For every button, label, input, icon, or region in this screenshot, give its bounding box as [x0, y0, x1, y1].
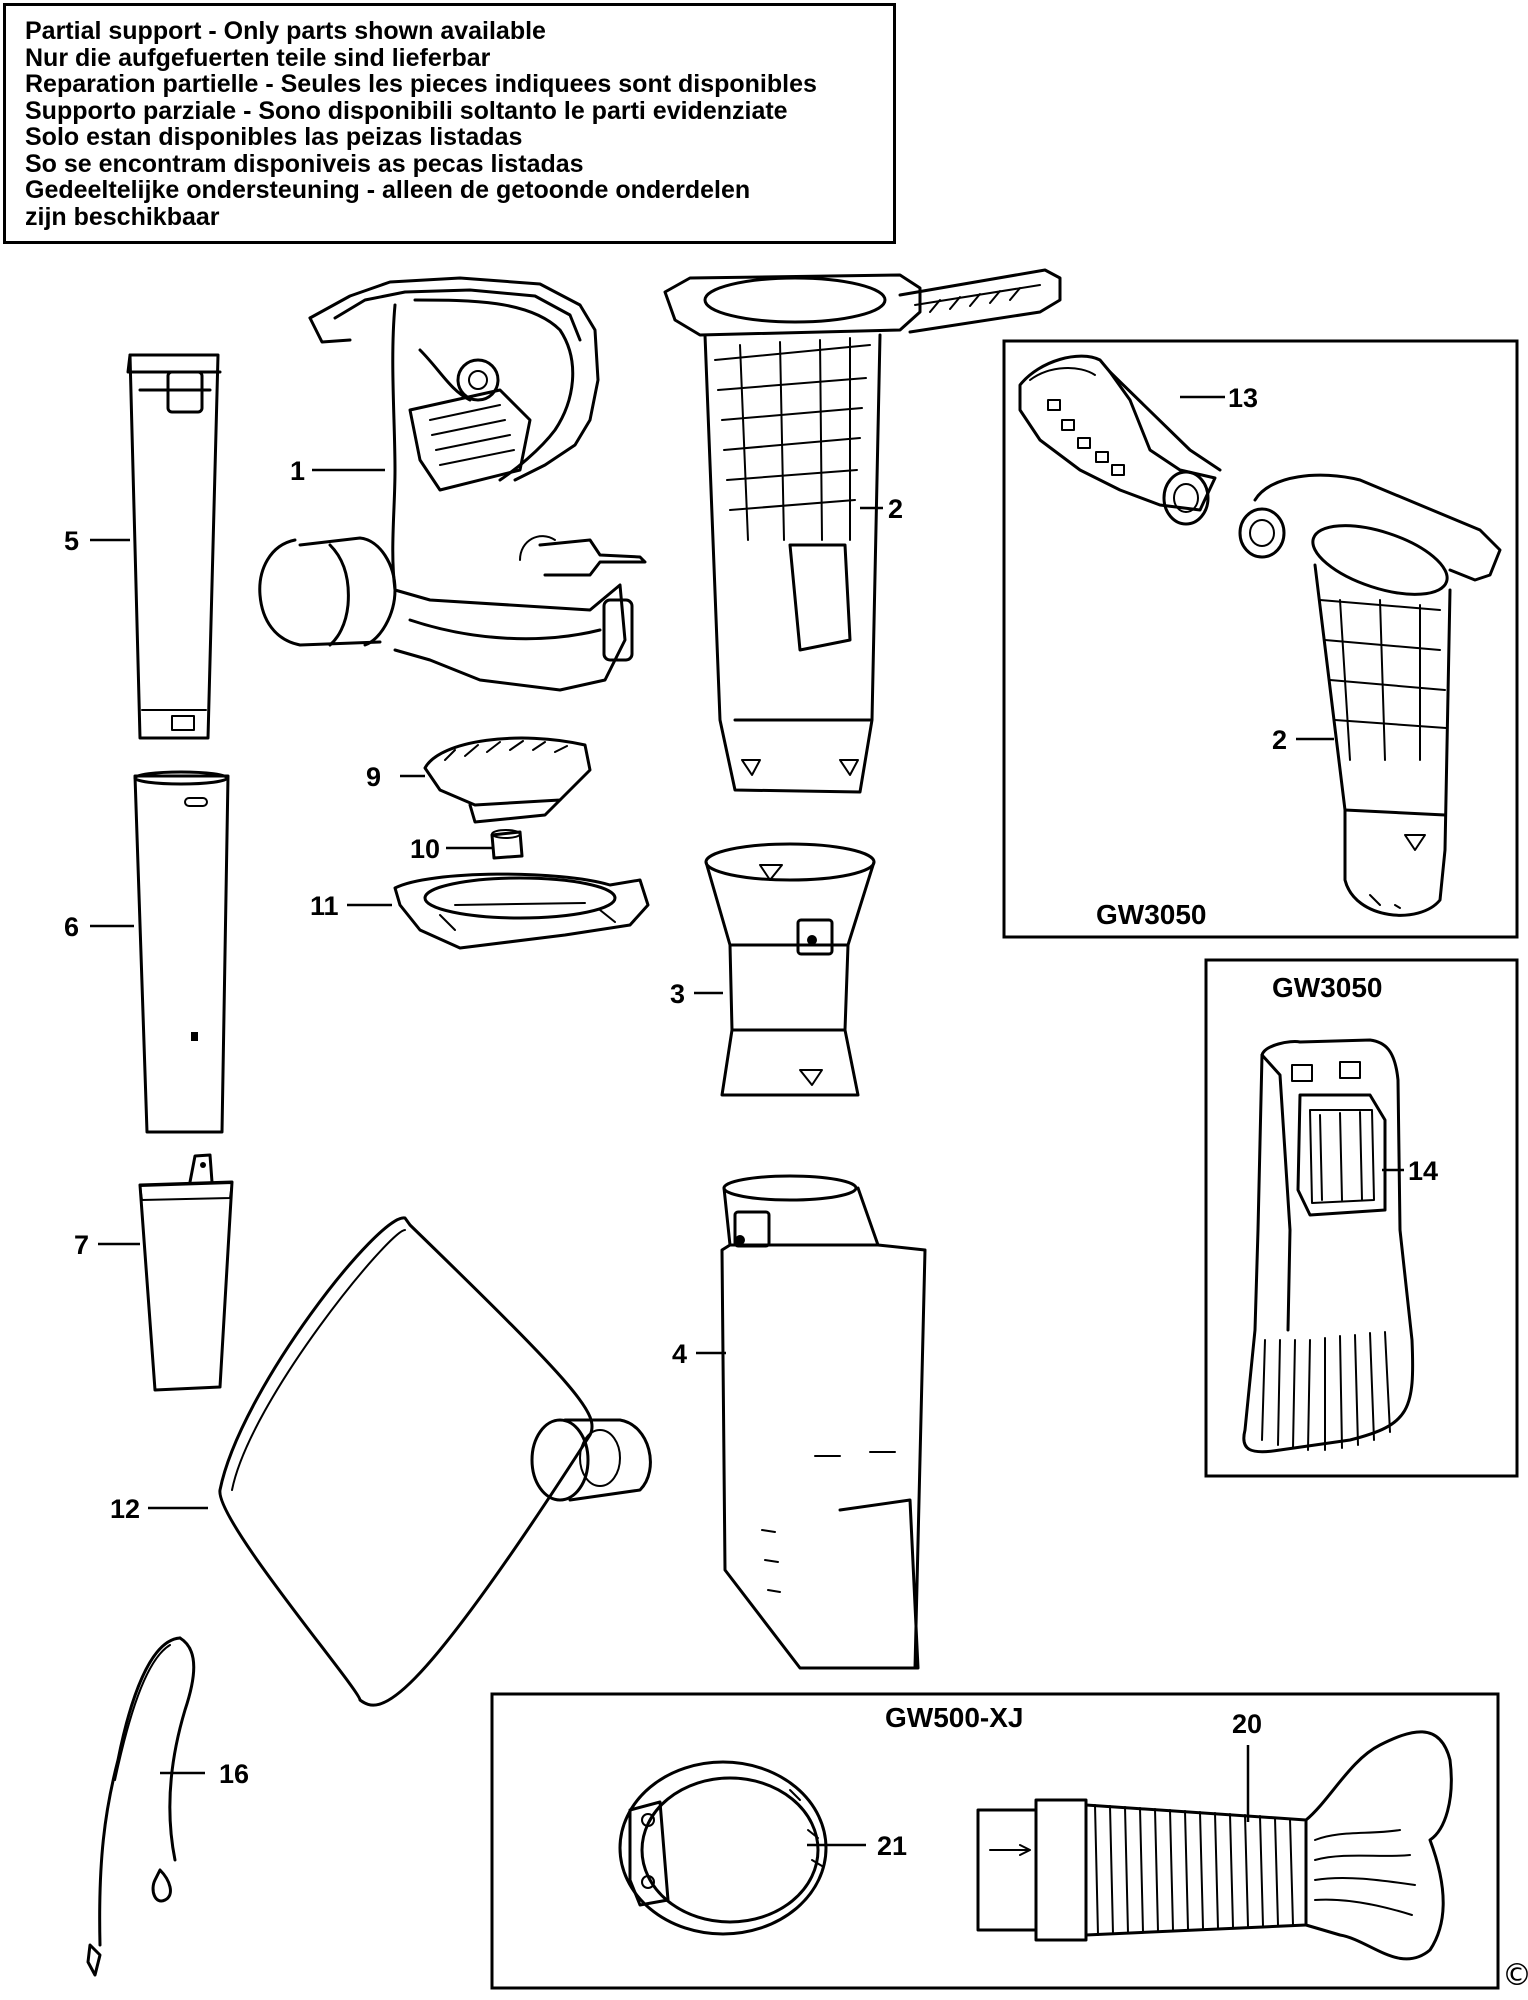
part-7-nozzle [138, 1153, 234, 1392]
notice-line-it: Supporto parziale - Sono disponibili sol… [25, 96, 788, 125]
part-1-motor-housing [258, 276, 647, 692]
label-part-2: 2 [888, 494, 903, 524]
label-part-3: 3 [670, 979, 685, 1009]
panel-gw3050-assembly [1002, 339, 1519, 939]
panel-title-gw3050-assembly: GW3050 [1096, 899, 1207, 930]
label-part-10: 10 [410, 834, 440, 864]
notice-line-nl-2: zijn beschikbaar [25, 202, 220, 231]
part-10-nut [490, 829, 524, 860]
label-part-4: 4 [672, 1339, 687, 1369]
panel-title-gw3050-rake: GW3050 [1272, 972, 1383, 1003]
label-part-20: 20 [1232, 1709, 1262, 1739]
panel-title-gw500-xj: GW500-XJ [885, 1702, 1024, 1733]
label-part-14: 14 [1408, 1156, 1438, 1186]
label-part-2-gw3050: 2 [1272, 725, 1287, 755]
part-12-collection-bag [218, 1216, 652, 1707]
leader-lines [90, 395, 1404, 1847]
notice-line-de: Nur die aufgefuerten teile sind lieferba… [25, 43, 491, 72]
parts-availability-notice: Partial support - Only parts shown avail… [3, 3, 896, 244]
label-part-11: 11 [310, 891, 339, 921]
panel-gw500-xj [490, 1692, 1500, 1990]
part-9-impeller [423, 736, 592, 824]
label-part-7: 7 [74, 1230, 89, 1260]
panel-gw3050-rake [1204, 958, 1519, 1478]
part-5-blow-tube [126, 353, 222, 740]
label-part-5: 5 [64, 526, 79, 556]
copyright-symbol: © [1502, 1958, 1528, 1993]
notice-line-en: Partial support - Only parts shown avail… [25, 17, 546, 45]
notice-line-fr: Reparation partielle - Seules les pieces… [25, 70, 817, 98]
part-11-fan-cover [393, 872, 650, 950]
part-2-vacuum-tube [663, 268, 1062, 794]
notice-line-pt: So se encontram disponiveis as pecas lis… [25, 149, 584, 178]
label-part-9: 9 [366, 762, 381, 792]
label-part-16: 16 [219, 1759, 249, 1789]
label-part-6: 6 [64, 912, 79, 942]
part-4-collection-tube [720, 1174, 927, 1670]
part-16-shoulder-strap [86, 1636, 196, 1977]
part-6-blow-tube [133, 770, 230, 1134]
notice-line-nl: Gedeeltelijke ondersteuning - alleen de … [25, 176, 751, 204]
notice-line-es: Solo estan disponibles las peizas listad… [25, 123, 523, 151]
label-part-1: 1 [290, 456, 305, 486]
label-part-13: 13 [1228, 383, 1258, 413]
label-part-21: 21 [877, 1831, 907, 1861]
label-part-12: 12 [110, 1494, 140, 1524]
part-3-collar-tube [704, 842, 876, 1097]
